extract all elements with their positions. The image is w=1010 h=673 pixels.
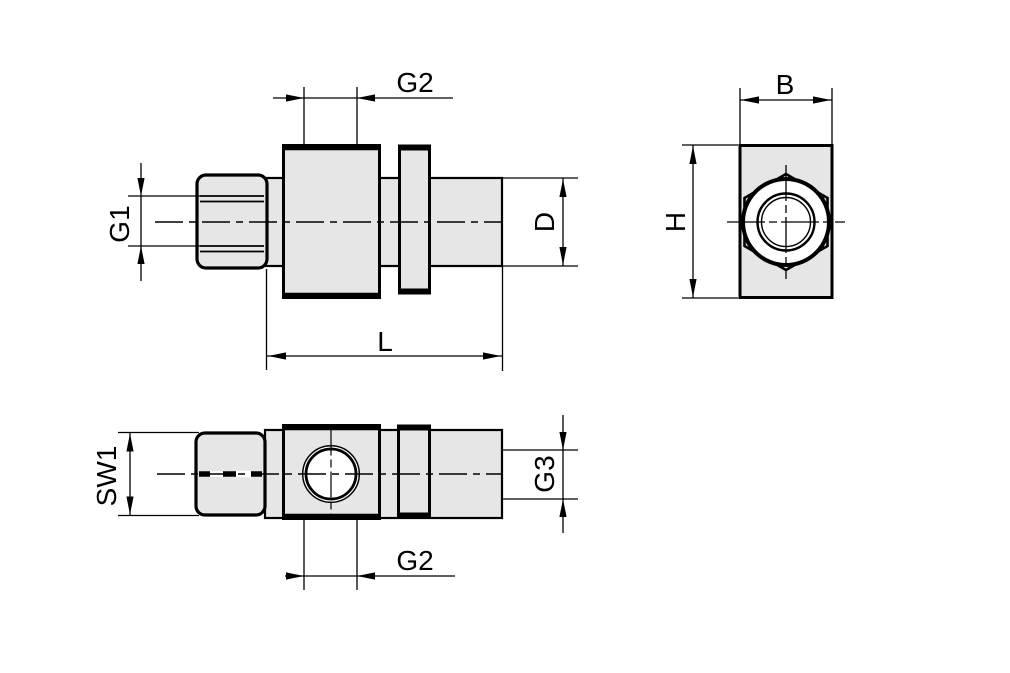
arrowhead	[483, 352, 501, 360]
side-dim-l: L	[265, 267, 504, 371]
arrowhead	[813, 96, 831, 104]
arrowhead	[741, 96, 759, 104]
dim-label-g2-top-view: G2	[396, 545, 433, 576]
arrowhead	[286, 572, 304, 580]
dim-label-b: B	[776, 69, 795, 100]
arrowhead	[689, 279, 697, 297]
arrowhead	[689, 146, 697, 164]
dim-label-g3: G3	[529, 455, 560, 492]
arrowhead	[357, 572, 375, 580]
arrowhead	[559, 179, 567, 197]
arrowhead	[357, 94, 375, 102]
side-dim-g1: G1	[104, 163, 200, 281]
arrowhead	[137, 246, 145, 264]
arrowhead	[126, 433, 134, 452]
side-flange	[398, 144, 431, 295]
dim-label-sw1: SW1	[91, 446, 122, 507]
top-dim-g3: G3	[503, 415, 578, 533]
arrowhead	[137, 178, 145, 196]
arrowhead	[286, 94, 304, 102]
front-dim-b: B	[739, 69, 833, 144]
dim-label-g1: G1	[104, 205, 135, 242]
arrowhead	[559, 247, 567, 265]
dim-label-d: D	[529, 212, 560, 232]
front-view: B H	[660, 69, 845, 299]
arrowhead	[559, 499, 567, 517]
side-dim-g2: G2	[273, 67, 453, 146]
top-dim-g2: G2	[285, 519, 455, 590]
top-dim-sw1: SW1	[91, 431, 199, 517]
arrowhead	[126, 496, 134, 515]
side-dim-d: D	[503, 177, 578, 267]
arrowhead	[559, 432, 567, 450]
top-view: SW1 G3 G2	[91, 415, 578, 590]
dim-label-l: L	[377, 326, 393, 357]
arrowhead	[268, 352, 286, 360]
dim-label-h: H	[660, 212, 691, 232]
side-view: G2 G1 D L	[104, 67, 578, 371]
dim-label-g2-side: G2	[396, 67, 433, 98]
top-flange	[397, 424, 431, 519]
front-dim-h: H	[660, 144, 738, 299]
